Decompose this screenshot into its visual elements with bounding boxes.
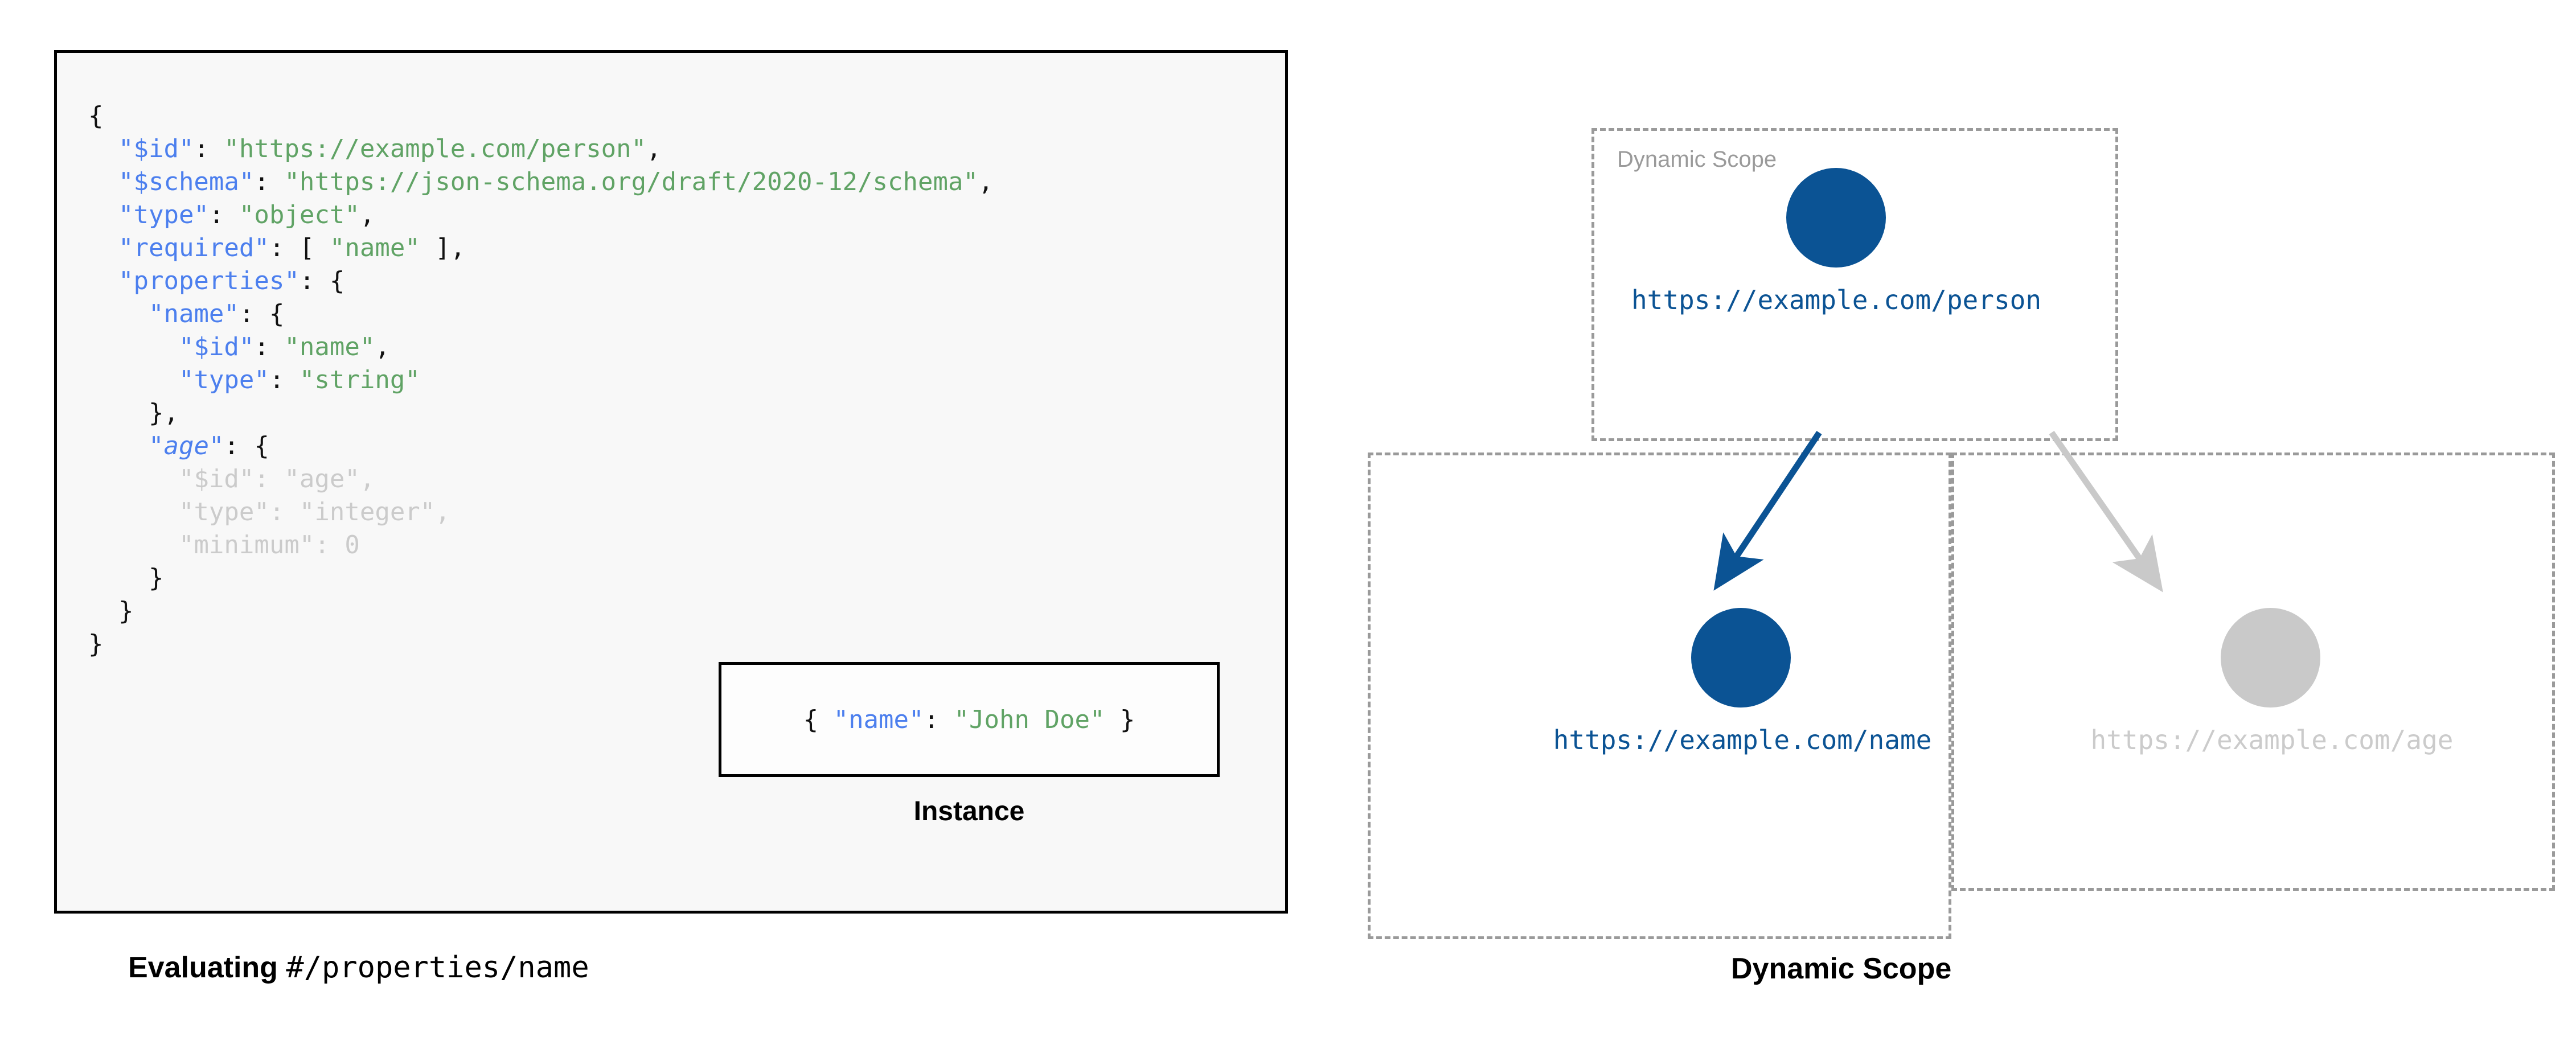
code-token: "string" [299,365,420,394]
code-line: "type": "object", [88,199,993,232]
code-token: "$schema" [118,167,255,196]
schema-code-panel: { "$id": "https://example.com/person", "… [54,50,1288,914]
right-panel-caption: Dynamic Scope [1731,952,1952,985]
code-token: , [375,332,390,361]
code-token: "age" [148,431,224,460]
code-token: "type" [178,365,269,394]
code-line: "$schema": "https://json-schema.org/draf… [88,166,993,199]
code-token [88,431,149,460]
code-line: "minimum": 0 [88,529,993,562]
code-token: } [88,563,164,593]
code-token [88,167,118,196]
code-line: }, [88,397,993,430]
code-token: "name" [148,299,239,328]
node-circle-person [1786,168,1886,268]
code-line: "properties": { [88,265,993,298]
code-token: "name" [284,332,375,361]
code-token [88,200,118,229]
code-token [88,464,179,493]
code-token: : [ [269,233,330,262]
code-token: "properties" [118,266,300,295]
code-token: : { [299,266,345,295]
code-line: { [88,100,993,133]
schema-code-listing: { "$id": "https://example.com/person", "… [88,100,993,661]
code-token: "object" [239,200,360,229]
left-caption-pointer: #/properties/name [286,951,589,985]
code-token: , [646,134,662,163]
code-token [88,299,149,328]
code-line: "$id": "https://example.com/person", [88,133,993,166]
code-line: "age": { [88,430,993,463]
code-token: ], [420,233,466,262]
code-token: : [254,332,285,361]
instance-json: { "name": "John Doe" } [803,705,1135,734]
code-token [88,332,179,361]
node-label-person: https://example.com/person [1631,285,2042,315]
code-line: "name": { [88,298,993,331]
node-circle-name [1691,608,1791,708]
code-token: { [88,101,104,130]
code-token: } [88,597,134,626]
dynamic-scope-diagram: Dynamic Scope https://example.com/person… [1355,102,2562,939]
code-line: "type": "string" [88,364,993,397]
code-token: "https://json-schema.org/draft/2020-12/s… [284,167,978,196]
code-token: "https://example.com/person" [224,134,647,163]
code-token: "$id" [118,134,194,163]
node-circle-age [2221,608,2320,708]
code-token: }, [88,398,179,427]
code-token: "minimum": 0 [178,530,360,560]
code-line: "type": "integer", [88,496,993,529]
code-token: "type" [118,200,209,229]
code-token: "type": "integer", [178,497,450,526]
code-line: } [88,595,993,628]
scope-box-name [1368,453,1951,939]
code-line: "$id": "name", [88,331,993,364]
scope-box-person [1591,128,2118,441]
code-token [88,266,118,295]
code-token: , [359,200,375,229]
code-token: : [254,167,285,196]
scope-label: Dynamic Scope [1617,147,1777,172]
code-token [88,365,179,394]
code-token: : [269,365,300,394]
code-token: } [1105,705,1135,734]
code-token: "$id" [178,332,255,361]
code-token: : [924,705,954,734]
code-token: "John Doe" [954,705,1105,734]
node-label-age: https://example.com/age [2090,725,2454,755]
code-token: , [978,167,994,196]
code-token: : { [224,431,269,460]
left-panel-caption: Evaluating #/properties/name [128,951,589,985]
code-token: : { [239,299,285,328]
code-line: } [88,628,993,661]
code-token [88,134,118,163]
code-token: "name" [329,233,420,262]
scope-box-age [1951,453,2555,891]
code-token: "name" [833,705,924,734]
code-token: "$id": "age", [178,464,375,493]
code-token [88,530,179,560]
code-token: } [88,630,104,659]
code-token [88,497,179,526]
code-line: "$id": "age", [88,463,993,496]
code-line: "required": [ "name" ], [88,232,993,265]
code-token: : [194,134,224,163]
instance-box: { "name": "John Doe" } [719,662,1220,777]
instance-caption: Instance [913,796,1025,826]
code-token: "required" [118,233,269,262]
node-label-name: https://example.com/name [1553,725,1932,755]
code-token: { [803,705,834,734]
code-line: } [88,562,993,595]
left-caption-bold: Evaluating [128,951,286,984]
code-token: : [208,200,239,229]
code-token [88,233,118,262]
